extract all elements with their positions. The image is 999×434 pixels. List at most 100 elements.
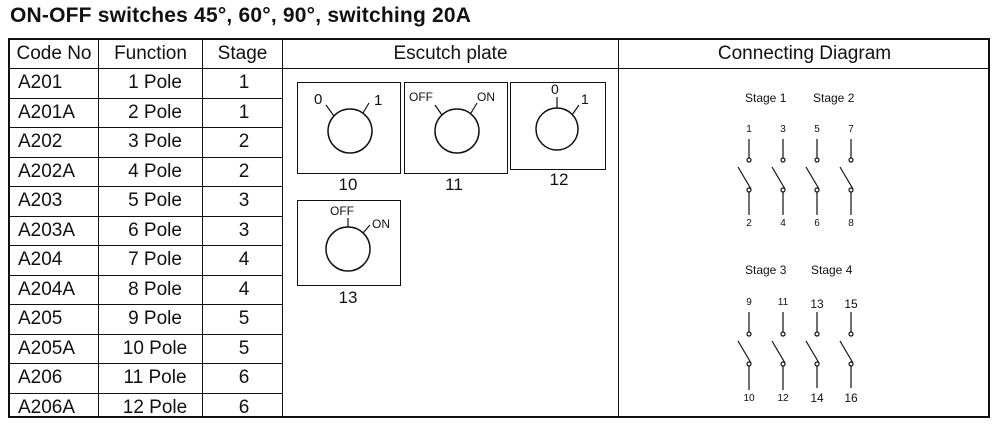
function-cell: 9 Pole bbox=[128, 308, 182, 329]
terminal-label: 10 bbox=[743, 393, 755, 404]
function-cell: 4 Pole bbox=[128, 160, 182, 182]
row-divider bbox=[10, 97, 282, 99]
function-cell: 12 Pole bbox=[122, 396, 188, 418]
code-cell: A201 bbox=[18, 72, 63, 93]
header-diagram: Connecting Diagram bbox=[717, 43, 892, 64]
col-divider bbox=[202, 40, 203, 416]
code-cell: A201A bbox=[18, 101, 76, 123]
stage-cell: 2 bbox=[238, 160, 250, 182]
plate-label-right: 1 bbox=[374, 92, 383, 109]
plate-label-left: 0 bbox=[314, 91, 323, 108]
col-divider bbox=[618, 40, 619, 416]
row-divider bbox=[10, 215, 282, 217]
function-cell: 8 Pole bbox=[128, 278, 182, 300]
escutcheon-plate-12: 0 1 bbox=[510, 81, 606, 170]
stage-cell: 4 bbox=[238, 278, 250, 300]
plate-number: 11 bbox=[445, 175, 463, 194]
contact-switch-13 bbox=[805, 312, 820, 388]
header-code: Code No bbox=[16, 43, 92, 64]
code-cell: A203A bbox=[18, 219, 76, 241]
row-divider bbox=[10, 363, 282, 364]
terminal-label: 11 bbox=[777, 297, 789, 308]
function-cell: 1 Pole bbox=[128, 72, 182, 93]
plate-label-left: 0 bbox=[551, 81, 559, 97]
plate-number: 10 bbox=[338, 175, 358, 194]
plate-dial-icon bbox=[434, 102, 480, 154]
header-divider bbox=[10, 68, 990, 69]
plate-label-right: ON bbox=[372, 217, 390, 231]
contact-switch-7 bbox=[839, 139, 854, 215]
spec-table: Code No Function Stage Escutch plate Con… bbox=[8, 38, 990, 418]
row-divider bbox=[10, 156, 282, 158]
function-cell: 5 Pole bbox=[128, 190, 182, 211]
row-divider bbox=[10, 245, 282, 246]
function-cell: 7 Pole bbox=[128, 249, 182, 270]
stage-cell: 6 bbox=[238, 367, 250, 388]
terminal-label: 4 bbox=[780, 218, 786, 229]
code-cell: A204A bbox=[18, 278, 76, 300]
function-cell: 10 Pole bbox=[122, 337, 188, 359]
row-divider bbox=[10, 186, 282, 187]
plate-number: 12 bbox=[549, 170, 569, 189]
code-cell: A205A bbox=[18, 337, 76, 359]
stage-cell: 3 bbox=[238, 219, 250, 241]
code-cell: A205 bbox=[18, 308, 63, 329]
terminal-label: 16 bbox=[844, 391, 858, 405]
stage-label: Stage 1 bbox=[745, 91, 787, 105]
escutcheon-plate-11: OFF ON bbox=[404, 82, 508, 174]
terminal-label: 14 bbox=[810, 391, 824, 405]
function-cell: 2 Pole bbox=[128, 101, 182, 123]
stage-cell: 6 bbox=[238, 396, 250, 418]
terminal-label: 13 bbox=[810, 297, 824, 311]
stage-cell: 1 bbox=[238, 72, 250, 93]
terminal-label: 6 bbox=[814, 218, 820, 229]
col-divider bbox=[98, 40, 99, 416]
contact-switch-3 bbox=[771, 139, 786, 215]
stage-cell: 5 bbox=[238, 337, 250, 359]
header-stage: Stage bbox=[217, 43, 268, 64]
terminal-label: 7 bbox=[848, 124, 854, 135]
switch-contact-diagram bbox=[737, 139, 854, 390]
row-divider bbox=[10, 304, 282, 305]
terminal-label: 12 bbox=[777, 393, 789, 404]
terminal-label: 5 bbox=[814, 124, 820, 135]
escutcheon-plate-13: OFF ON bbox=[297, 200, 401, 286]
header-function: Function bbox=[114, 43, 187, 64]
plate-label-right: ON bbox=[477, 90, 495, 104]
function-cell: 3 Pole bbox=[128, 131, 182, 152]
stage-cell: 4 bbox=[238, 249, 250, 270]
stage-cell: 1 bbox=[238, 101, 250, 123]
code-cell: A204 bbox=[18, 249, 63, 270]
plate-label-right: 1 bbox=[581, 91, 589, 107]
plate-dial-icon bbox=[535, 97, 580, 151]
code-cell: A203 bbox=[18, 190, 63, 211]
escutcheon-plate-10: 0 1 bbox=[297, 82, 401, 174]
page-title: ON-OFF switches 45°, 60°, 90°, switching… bbox=[10, 4, 472, 27]
header-plate: Escutch plate bbox=[393, 43, 508, 64]
stage-cell: 2 bbox=[238, 131, 250, 152]
terminal-label: 8 bbox=[848, 218, 854, 229]
row-divider bbox=[10, 274, 282, 276]
terminal-label: 15 bbox=[844, 297, 858, 311]
contact-switch-15 bbox=[839, 312, 854, 388]
stage-cell: 3 bbox=[238, 190, 250, 211]
contact-switch-5 bbox=[805, 139, 820, 215]
function-cell: 11 Pole bbox=[123, 367, 187, 388]
contact-switch-11 bbox=[771, 312, 786, 390]
contact-switch-1 bbox=[737, 139, 752, 215]
stage-label: Stage 4 bbox=[811, 263, 853, 277]
plate-label-left: OFF bbox=[330, 204, 354, 218]
row-divider bbox=[10, 333, 282, 335]
contact-switch-9 bbox=[737, 312, 752, 390]
plate-dial-icon bbox=[325, 102, 373, 154]
code-cell: A206 bbox=[18, 367, 63, 388]
row-divider bbox=[10, 127, 282, 128]
code-cell: A206A bbox=[18, 396, 76, 418]
stage-cell: 5 bbox=[238, 308, 250, 329]
plate-dial-icon bbox=[325, 218, 371, 272]
col-divider bbox=[282, 40, 283, 416]
code-cell: A202 bbox=[18, 131, 63, 152]
terminal-label: 2 bbox=[746, 218, 752, 229]
plate-number: 13 bbox=[338, 288, 358, 307]
stage-label: Stage 3 bbox=[745, 263, 787, 277]
